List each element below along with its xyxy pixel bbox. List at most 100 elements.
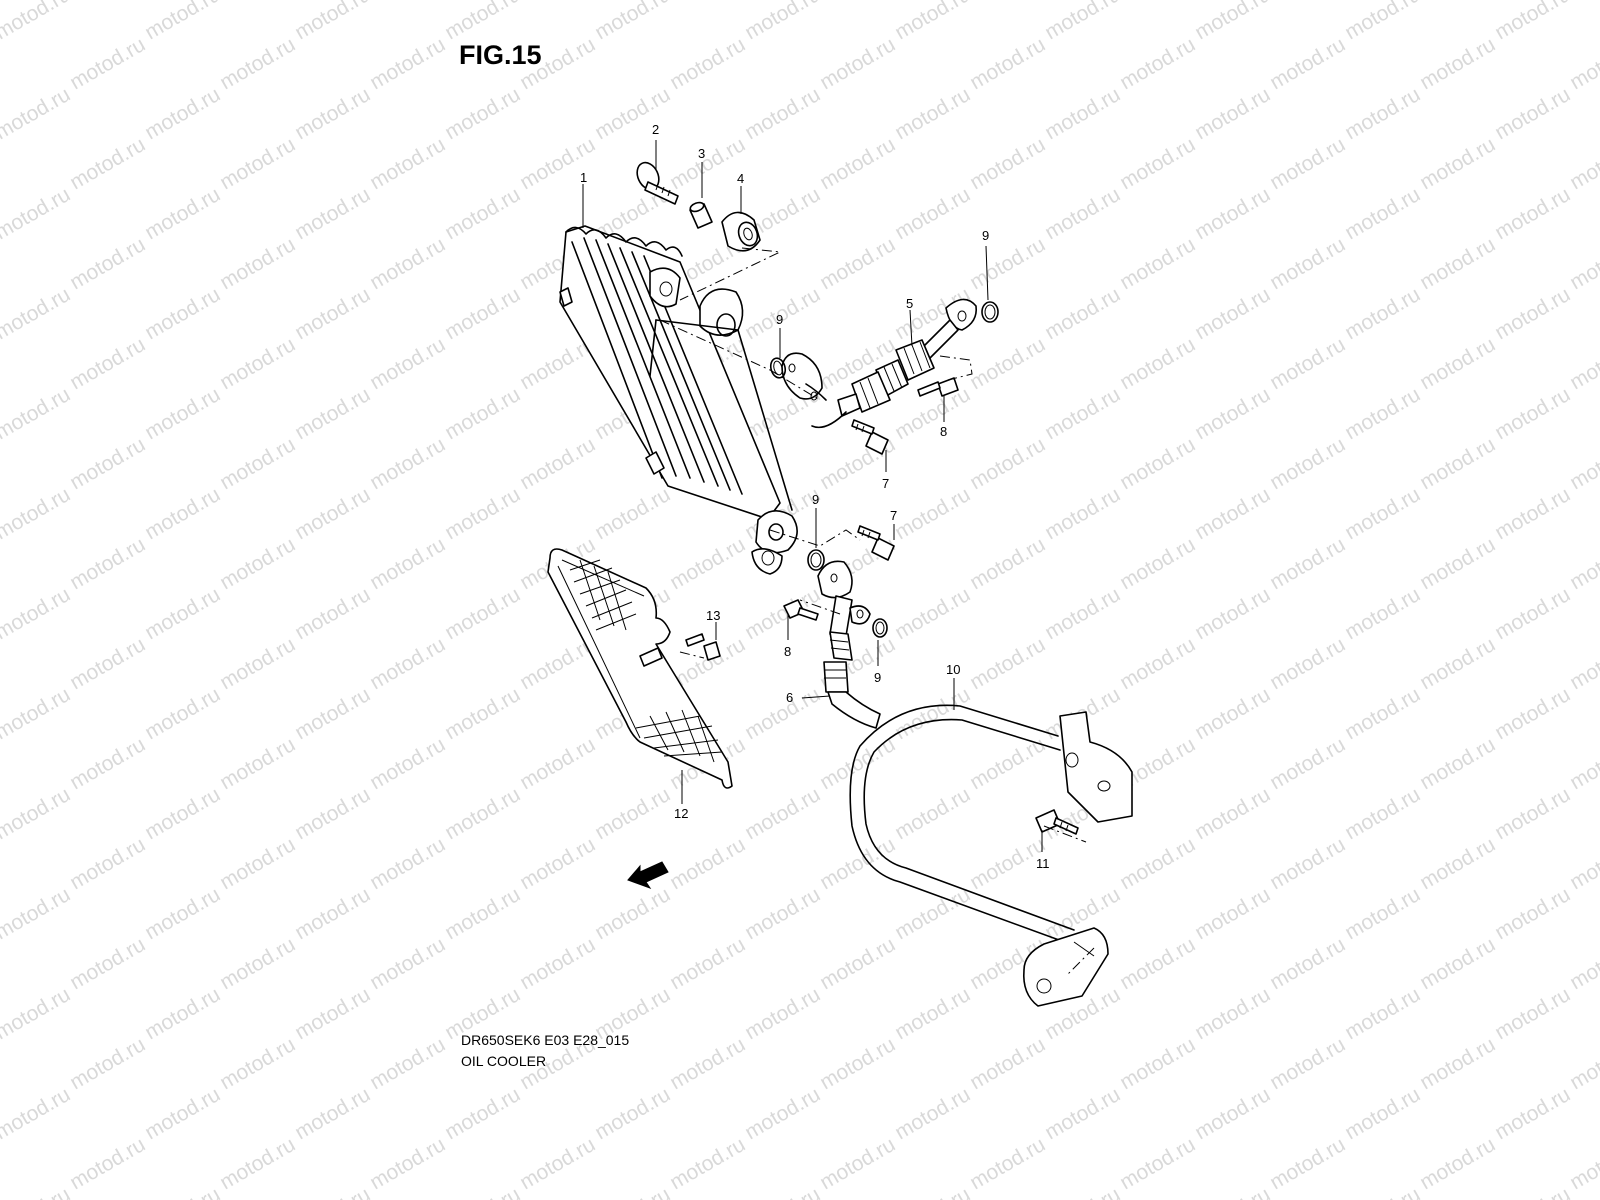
watermark-text: motod.ru (591, 483, 674, 544)
watermark-text: motod.ru (291, 283, 374, 344)
watermark-text: motod.ru (141, 283, 224, 344)
watermark-text: motod.ru (741, 783, 824, 844)
o-ring-4 (872, 618, 888, 638)
watermark-text: motod.ru (366, 33, 449, 94)
watermark-text: motod.ru (741, 0, 824, 44)
callout-6: 6 (786, 690, 793, 705)
watermark-text: motod.ru (441, 883, 524, 944)
watermark-text: motod.ru (66, 433, 149, 494)
watermark-text: motod.ru (591, 1083, 674, 1144)
watermark-text: motod.ru (0, 283, 74, 344)
watermark-text: motod.ru (966, 633, 1049, 694)
watermark-text: motod.ru (741, 883, 824, 944)
watermark-text: motod.ru (1266, 533, 1349, 594)
cooler-guard-bar (849, 704, 1133, 1007)
watermark-text: motod.ru (1416, 933, 1499, 994)
callout-8a: 8 (940, 424, 947, 439)
watermark-text: motod.ru (0, 883, 74, 944)
watermark-text: motod.ru (891, 483, 974, 544)
watermark-text: motod.ru (1416, 333, 1499, 394)
watermark-text: motod.ru (891, 1083, 974, 1144)
watermark-text: motod.ru (1116, 633, 1199, 694)
watermark-text: motod.ru (66, 233, 149, 294)
callout-5: 5 (906, 296, 913, 311)
watermark-text: motod.ru (816, 1133, 899, 1194)
watermark-text: motod.ru (216, 33, 299, 94)
callout-9d: 9 (874, 670, 881, 685)
watermark-text: motod.ru (1566, 233, 1600, 294)
watermark-text: motod.ru (291, 583, 374, 644)
oil-cooler-radiator (559, 225, 798, 575)
watermark-text: motod.ru (1491, 383, 1574, 444)
watermark-text: motod.ru (1191, 983, 1274, 1044)
callout-7b: 7 (890, 508, 897, 523)
watermark-text: motod.ru (1491, 1083, 1574, 1144)
watermark-text: motod.ru (666, 1133, 749, 1194)
bolt-upper (851, 419, 889, 455)
watermark-text: motod.ru (1041, 83, 1124, 144)
watermark-text: motod.ru (291, 1183, 374, 1200)
watermark-text: motod.ru (591, 83, 674, 144)
watermark-text: motod.ru (1491, 83, 1574, 144)
watermark-text: motod.ru (366, 1033, 449, 1094)
watermark-text: motod.ru (966, 333, 1049, 394)
callout-2: 2 (652, 122, 659, 137)
watermark-text: motod.ru (1041, 1183, 1124, 1200)
rubber-grommet (721, 211, 761, 252)
watermark-text: motod.ru (1341, 283, 1424, 344)
watermark-text: motod.ru (291, 383, 374, 444)
watermark-text: motod.ru (1116, 833, 1199, 894)
watermark-text: motod.ru (1416, 133, 1499, 194)
watermark-text: motod.ru (1566, 333, 1600, 394)
watermark-text: motod.ru (1041, 283, 1124, 344)
watermark-text: motod.ru (1341, 983, 1424, 1044)
watermark-text: motod.ru (966, 33, 1049, 94)
watermark-text: motod.ru (1191, 283, 1274, 344)
watermark-text: motod.ru (66, 833, 149, 894)
watermark-text: motod.ru (1341, 1183, 1424, 1200)
watermark-text: motod.ru (591, 1183, 674, 1200)
watermark-text: motod.ru (516, 1133, 599, 1194)
watermark-text: motod.ru (591, 783, 674, 844)
watermark-text: motod.ru (891, 1183, 974, 1200)
watermark-text: motod.ru (366, 233, 449, 294)
watermark-text: motod.ru (1566, 1033, 1600, 1094)
watermark-text: motod.ru (1041, 183, 1124, 244)
watermark-text: motod.ru (366, 633, 449, 694)
drawing-code: DR650SEK6 E03 E28_015 (461, 1032, 630, 1048)
watermark-text: motod.ru (666, 833, 749, 894)
watermark-text: motod.ru (1416, 33, 1499, 94)
callout-9c: 9 (812, 492, 819, 507)
callout-8b: 8 (784, 644, 791, 659)
flange-bolt (1035, 809, 1079, 835)
watermark-text: motod.ru (0, 0, 74, 44)
watermark-text: motod.ru (441, 483, 524, 544)
watermark-text: motod.ru (0, 383, 74, 444)
watermark-text: motod.ru (366, 733, 449, 794)
watermark-text: motod.ru (1116, 333, 1199, 394)
assembly-name: OIL COOLER (461, 1053, 547, 1069)
watermark-text: motod.ru (1416, 833, 1499, 894)
watermark-text: motod.ru (1266, 833, 1349, 894)
watermark-text: motod.ru (966, 233, 1049, 294)
watermark-text: motod.ru (1341, 483, 1424, 544)
watermark-text: motod.ru (441, 283, 524, 344)
o-ring-2 (981, 301, 999, 323)
watermark-text: motod.ru (1116, 433, 1199, 494)
watermark-text: motod.ru (291, 0, 374, 44)
watermark-text: motod.ru (366, 533, 449, 594)
watermark-text: motod.ru (591, 0, 674, 44)
watermark-text: motod.ru (1491, 683, 1574, 744)
watermark-text: motod.ru (0, 683, 74, 744)
watermark-text: motod.ru (1566, 733, 1600, 794)
watermark-text: motod.ru (816, 1033, 899, 1094)
watermark-text: motod.ru (141, 583, 224, 644)
watermark-text: motod.ru (1266, 433, 1349, 494)
watermark-text: motod.ru (1116, 933, 1199, 994)
watermark-text: motod.ru (1341, 1083, 1424, 1144)
oil-hose-upper (781, 298, 978, 429)
watermark-text: motod.ru (516, 933, 599, 994)
watermark-text: motod.ru (1566, 433, 1600, 494)
watermark-text: motod.ru (216, 933, 299, 994)
